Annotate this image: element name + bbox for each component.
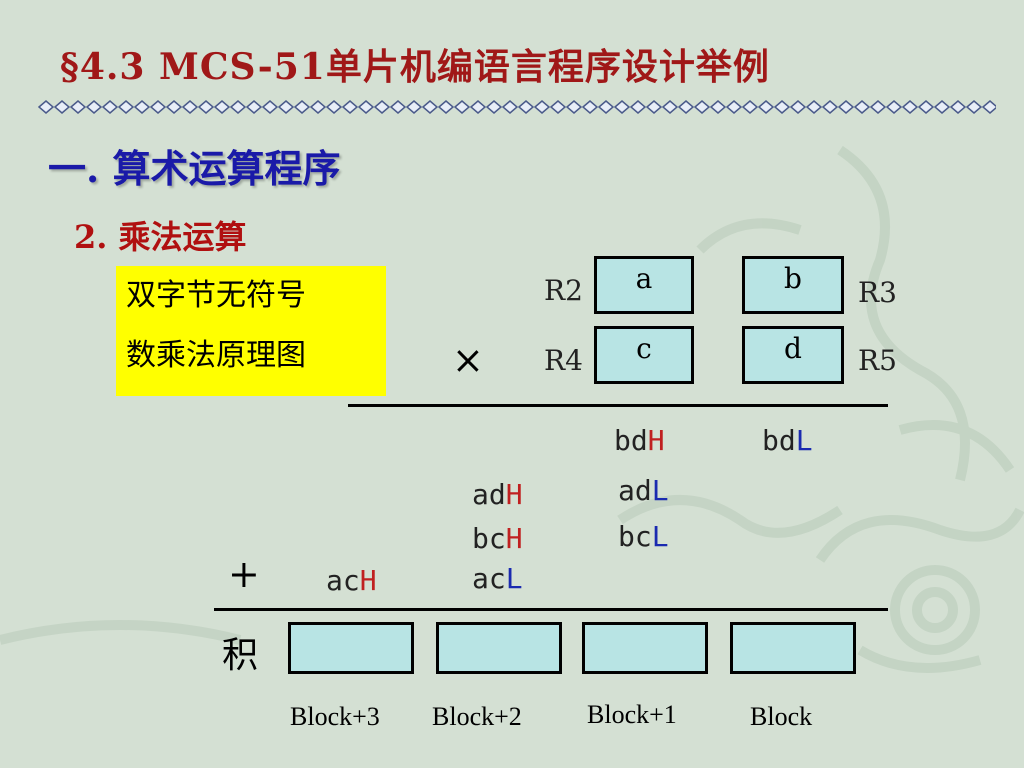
product-label: 积	[222, 635, 259, 676]
partial-acL: acL	[472, 562, 523, 595]
partial-adH: adH	[472, 478, 523, 511]
caption-line-1: 双字节无符号	[126, 278, 306, 313]
product-block-1	[582, 622, 708, 674]
operand-d-box: d	[742, 326, 844, 384]
partial-bdL: bdL	[762, 424, 813, 457]
register-r2-label: R2	[544, 274, 583, 307]
diagram-caption-box: 双字节无符号 数乘法原理图	[116, 266, 386, 396]
subsection-heading: 2. 乘法运算	[74, 218, 247, 256]
sum-rule-line	[214, 608, 888, 611]
block-label-3: Block+3	[290, 702, 380, 731]
operand-b-box: b	[742, 256, 844, 314]
partial-acH: acH	[326, 564, 377, 597]
slide-title: §4.3 MCS-51单片机编语言程序设计举例	[60, 46, 770, 88]
register-r4-label: R4	[544, 344, 583, 377]
block-label-2: Block+2	[432, 702, 522, 731]
operand-c-box: c	[594, 326, 694, 384]
partial-bcH: bcH	[472, 522, 523, 555]
product-block-2	[436, 622, 562, 674]
block-label-0: Block	[750, 702, 813, 731]
partial-bdH: bdH	[614, 424, 665, 457]
operand-a-box: a	[594, 256, 694, 314]
plus-sign: +	[228, 552, 260, 596]
section-heading: 一. 算术运算程序	[48, 146, 341, 191]
product-block-3	[288, 622, 414, 674]
multiply-sign: ×	[452, 338, 484, 382]
block-label-1: Block+1	[587, 700, 677, 729]
register-r3-label: R3	[858, 276, 897, 309]
caption-line-2: 数乘法原理图	[126, 338, 306, 373]
partial-bcL: bcL	[618, 520, 669, 553]
partial-adL: adL	[618, 474, 669, 507]
register-r5-label: R5	[858, 344, 897, 377]
product-block-0	[730, 622, 856, 674]
diamond-divider	[38, 100, 996, 114]
multiplication-rule-line	[348, 404, 888, 407]
